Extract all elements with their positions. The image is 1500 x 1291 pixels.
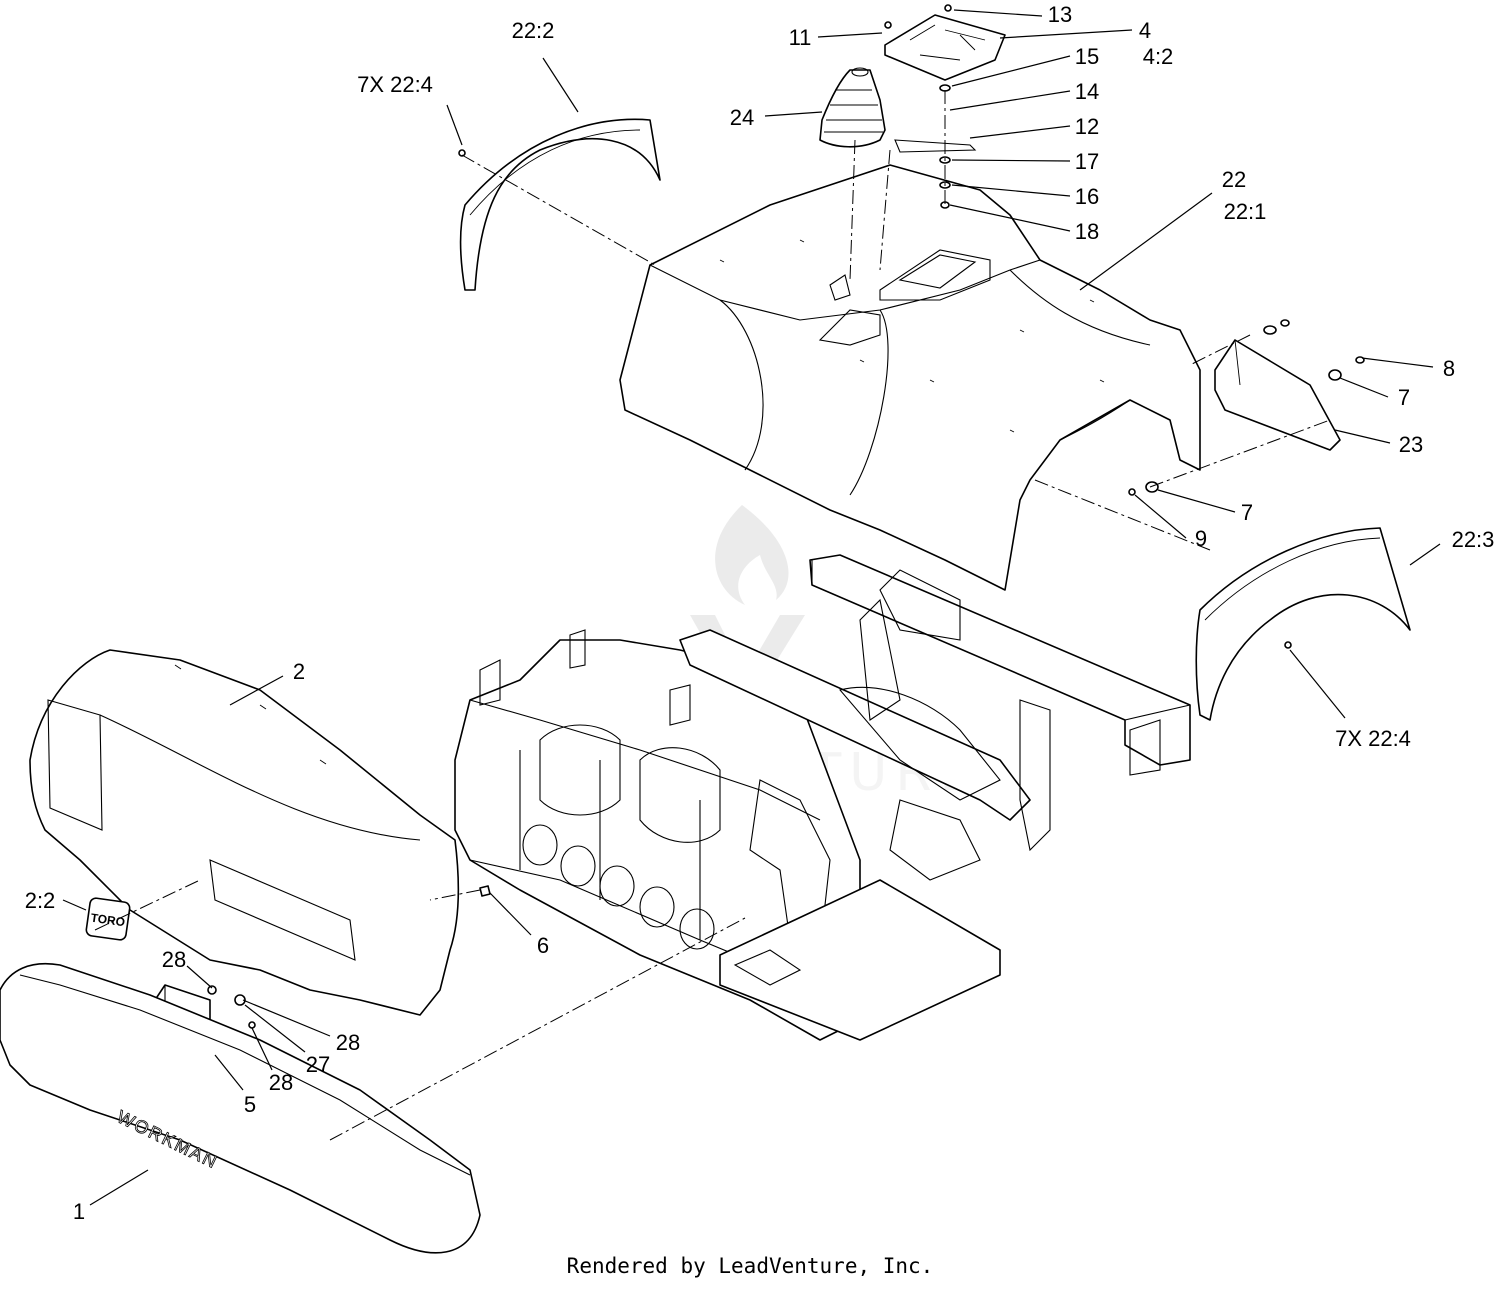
callout-7-lower: 7 bbox=[1241, 500, 1253, 525]
callout-13: 13 bbox=[1048, 2, 1072, 27]
fender-flare-right bbox=[1195, 527, 1411, 721]
callout-27: 27 bbox=[306, 1052, 330, 1077]
callout-2: 2 bbox=[293, 659, 305, 684]
callout-17: 17 bbox=[1075, 149, 1099, 174]
callout-7x-22-4-right: 7X 22:4 bbox=[1335, 726, 1411, 751]
callout-16: 16 bbox=[1075, 184, 1099, 209]
callout-6: 6 bbox=[537, 933, 549, 958]
callout-28-right: 28 bbox=[336, 1030, 360, 1055]
callout-23: 23 bbox=[1399, 432, 1423, 457]
callout-12: 12 bbox=[1075, 114, 1099, 139]
frame-assembly bbox=[454, 554, 1191, 1041]
shifter-plate bbox=[884, 14, 1006, 209]
callout-labels: 22:2 7X 22:4 11 13 4 4:2 15 14 12 17 16 … bbox=[25, 2, 1495, 1224]
toro-badge: TORO bbox=[85, 897, 131, 941]
fasteners bbox=[458, 4, 1365, 897]
callout-2-2: 2:2 bbox=[25, 888, 56, 913]
callout-9: 9 bbox=[1195, 526, 1207, 551]
callout-4: 4 bbox=[1139, 18, 1151, 43]
callout-24: 24 bbox=[730, 105, 754, 130]
flame-logo-icon bbox=[715, 505, 789, 605]
callout-8: 8 bbox=[1443, 356, 1455, 381]
callout-22-3: 22:3 bbox=[1452, 527, 1495, 552]
callout-15: 15 bbox=[1075, 44, 1099, 69]
badge-text: TORO bbox=[90, 911, 126, 930]
fender-flare-left bbox=[459, 118, 661, 291]
hood-cowl bbox=[619, 164, 1201, 591]
callout-7-upper: 7 bbox=[1398, 385, 1410, 410]
callout-1: 1 bbox=[73, 1199, 85, 1224]
front-grille-cover bbox=[29, 649, 460, 1016]
callout-22: 22 bbox=[1222, 167, 1246, 192]
callout-18: 18 bbox=[1075, 219, 1099, 244]
callout-28-top: 28 bbox=[162, 947, 186, 972]
side-panel bbox=[1214, 339, 1341, 451]
footer-credit: Rendered by LeadVenture, Inc. bbox=[566, 1254, 934, 1278]
assembly-dashed-lines bbox=[94, 90, 1331, 1141]
shift-boot bbox=[819, 67, 886, 148]
callout-11: 11 bbox=[789, 25, 812, 50]
leader-lines bbox=[62, 9, 1441, 1206]
callout-22-1: 22:1 bbox=[1224, 199, 1267, 224]
callout-22-2: 22:2 bbox=[512, 18, 555, 43]
callout-4-2: 4:2 bbox=[1143, 44, 1174, 69]
callout-14: 14 bbox=[1075, 79, 1099, 104]
callout-5: 5 bbox=[244, 1092, 256, 1117]
callout-28-bottom: 28 bbox=[269, 1070, 293, 1095]
callout-7x-22-4-left: 7X 22:4 bbox=[357, 72, 433, 97]
